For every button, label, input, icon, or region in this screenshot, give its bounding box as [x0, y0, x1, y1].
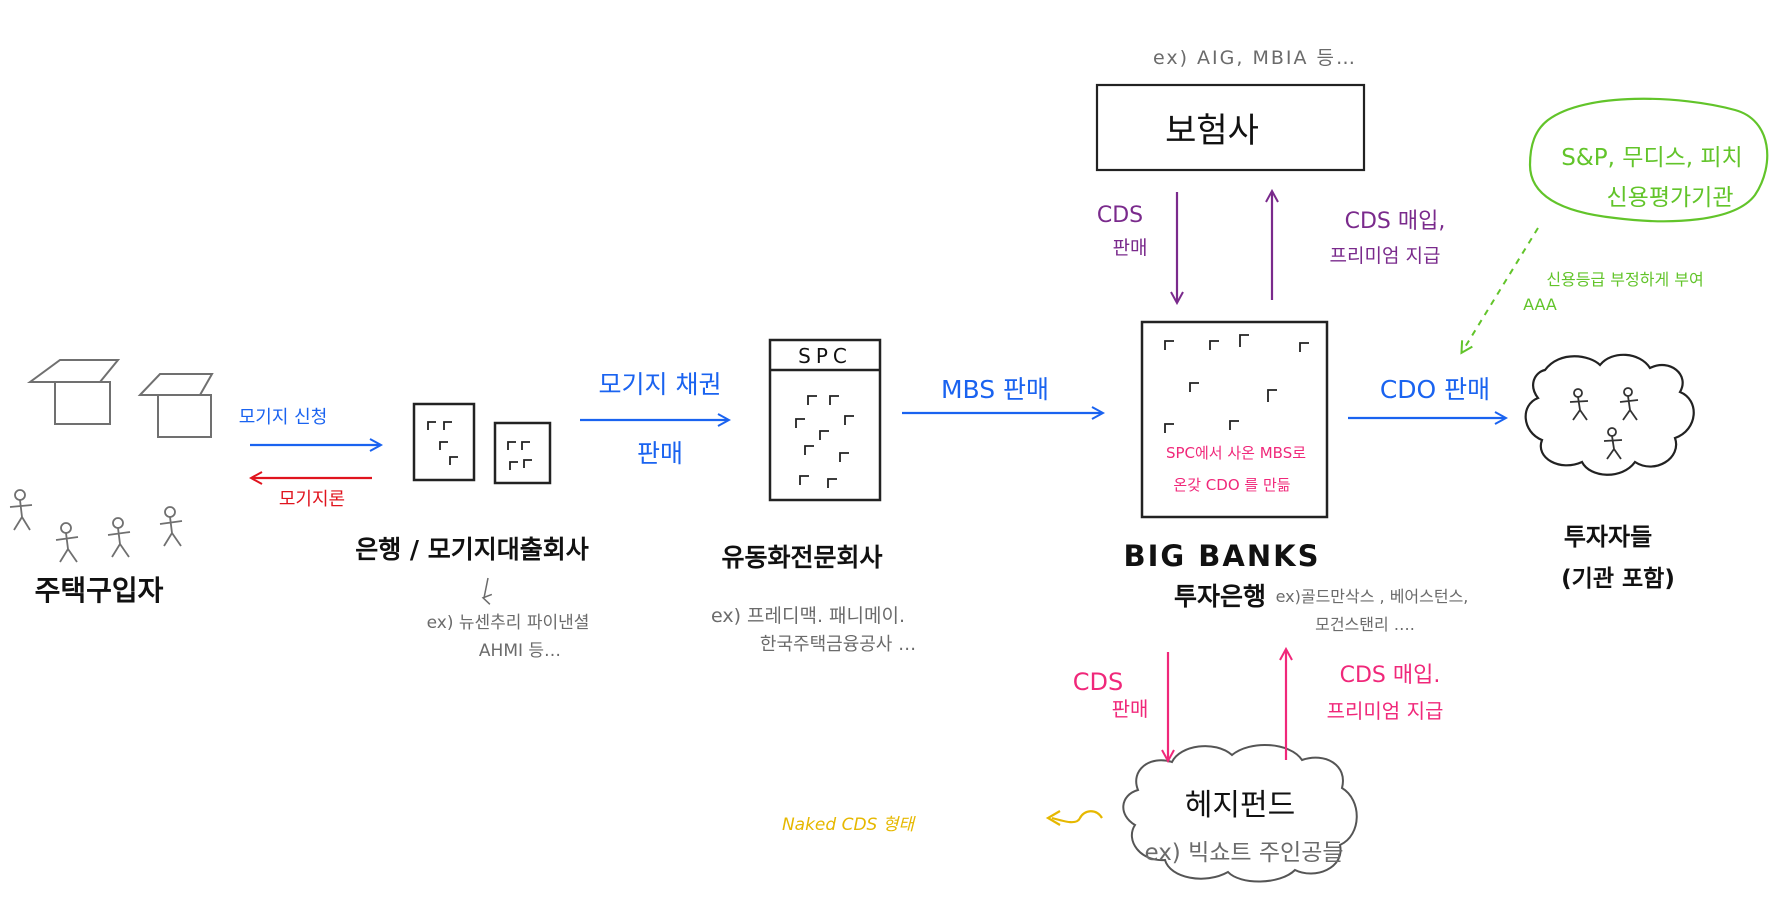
big-banks-example-line2: 모건스탠리 ….: [1315, 615, 1415, 634]
big-banks-example-line1: ex)골드만삭스 , 베어스턴스,: [1276, 587, 1469, 606]
edge-cdo-sale: CDO 판매: [1348, 375, 1505, 418]
investors-cloud: [1524, 353, 1695, 476]
rating-agencies-line1: S&P, 무디스, 피치: [1561, 145, 1742, 171]
cds-buy-insurer-line1: CDS 매입,: [1345, 209, 1446, 234]
bank-node: 은행 / 모기지대출회사 ex) 뉴센추리 파이낸셜 AHMI 등…: [355, 402, 590, 661]
investment-bank-label: 투자은행: [1174, 582, 1266, 611]
bond-sale-label-line1: 모기지 채권: [599, 370, 722, 399]
hedge-fund-example: ex) 빅쇼트 주인공들: [1144, 840, 1343, 866]
liquidity-example-line2: 한국주택금융공사 …: [760, 634, 916, 655]
edge-cds-buy-hedge: CDS 매입. 프리미엄 지급: [1286, 650, 1443, 760]
bank-example-line1: ex) 뉴센추리 파이낸셜: [427, 613, 590, 633]
person-icon: [1569, 387, 1639, 460]
investors-sublabel: (기관 포함): [1561, 566, 1675, 592]
liquidity-company-label: 유동화전문회사: [721, 543, 882, 572]
insurer-box: [1095, 83, 1366, 172]
building-icon: [768, 338, 882, 502]
spc-box-label: SPC: [798, 344, 852, 368]
insurer-node: ex) AIG, MBIA 등… 보험사: [1095, 47, 1366, 172]
big-banks-inner-line2: 온갖 CDO 를 만듦: [1173, 476, 1290, 494]
investors-label: 투자자들: [1564, 523, 1652, 551]
edge-bond-sale: 모기지 채권 판매: [580, 370, 728, 468]
liquidity-company-node: SPC 유동화전문회사 ex) 프레디맥. 패니메이. 한국주택금융공사 …: [711, 338, 916, 655]
cds-buy-hedge-line1: CDS 매입.: [1340, 663, 1441, 688]
hedge-fund-cloud: [1122, 744, 1358, 883]
big-banks-inner-line1: SPC에서 사온 MBS로: [1166, 444, 1306, 462]
naked-cds-arrow: [1051, 810, 1103, 824]
credit-rating-label-line1: 신용등급 부정하게 부여: [1546, 270, 1703, 289]
cds-sell-hedge-line2: 판매: [1112, 697, 1149, 721]
liquidity-example-line1: ex) 프레디맥. 패니메이.: [711, 605, 905, 627]
cds-sell-hedge-line1: CDS: [1073, 668, 1123, 696]
rating-agencies-node: S&P, 무디스, 피치 신용평가기관: [1528, 97, 1769, 223]
insurer-example: ex) AIG, MBIA 등…: [1153, 47, 1357, 69]
mbs-sale-label: MBS 판매: [941, 375, 1049, 404]
edge-mortgage-apply: 모기지 신청: [239, 407, 380, 445]
insurer-label: 보험사: [1165, 111, 1259, 151]
edge-credit-rating: 신용등급 부정하게 부여 AAA: [1462, 227, 1704, 352]
homebuyers-node: 주택구입자: [9, 359, 214, 607]
edge-naked-cds: Naked CDS 형태: [782, 810, 1103, 835]
house-icon: [26, 359, 214, 438]
bank-example-line2: AHMI 등…: [479, 641, 561, 661]
edge-mortgage-loan: 모기지론: [252, 478, 372, 510]
building-icon: [1140, 320, 1329, 519]
cdo-sale-label: CDO 판매: [1380, 375, 1490, 404]
investors-node: 투자자들 (기관 포함): [1524, 353, 1695, 592]
cds-sell-insurer-line2: 판매: [1113, 237, 1148, 259]
naked-cds-arrowhead: [1045, 810, 1061, 826]
cds-sell-insurer-line1: CDS: [1097, 203, 1143, 228]
bond-sale-label-line2: 판매: [637, 439, 683, 468]
person-icon: [9, 489, 183, 563]
credit-rating-label-line2: AAA: [1523, 295, 1557, 314]
naked-cds-label: Naked CDS 형태: [782, 815, 916, 835]
bank-example-arrow: [481, 577, 493, 605]
homebuyers-label: 주택구입자: [35, 574, 164, 607]
edge-cds-buy-insurer: CDS 매입, 프리미엄 지급: [1272, 192, 1445, 300]
cds-buy-hedge-line2: 프리미엄 지급: [1327, 699, 1444, 723]
cds-buy-insurer-line2: 프리미엄 지급: [1330, 245, 1441, 267]
edge-mbs-sale: MBS 판매: [902, 375, 1102, 413]
hedge-fund-label: 헤지펀드: [1185, 788, 1295, 823]
bank-label: 은행 / 모기지대출회사: [355, 535, 589, 564]
credit-rating-arrow: [1462, 227, 1539, 352]
rating-agencies-line2: 신용평가기관: [1607, 185, 1734, 211]
mortgage-loan-label: 모기지론: [279, 489, 345, 510]
edge-cds-sell-hedge: CDS 판매: [1073, 652, 1168, 760]
building-icon: [412, 402, 552, 485]
big-banks-node: SPC에서 사온 MBS로 온갖 CDO 를 만듦 BIG BANKS 투자은행…: [1124, 320, 1469, 634]
hedge-fund-node: 헤지펀드 ex) 빅쇼트 주인공들: [1122, 744, 1358, 883]
edge-cds-sell-insurer: CDS 판매: [1097, 192, 1177, 302]
rating-agencies-bubble: [1528, 97, 1769, 223]
big-banks-label: BIG BANKS: [1124, 539, 1321, 573]
mortgage-apply-label: 모기지 신청: [239, 407, 328, 428]
